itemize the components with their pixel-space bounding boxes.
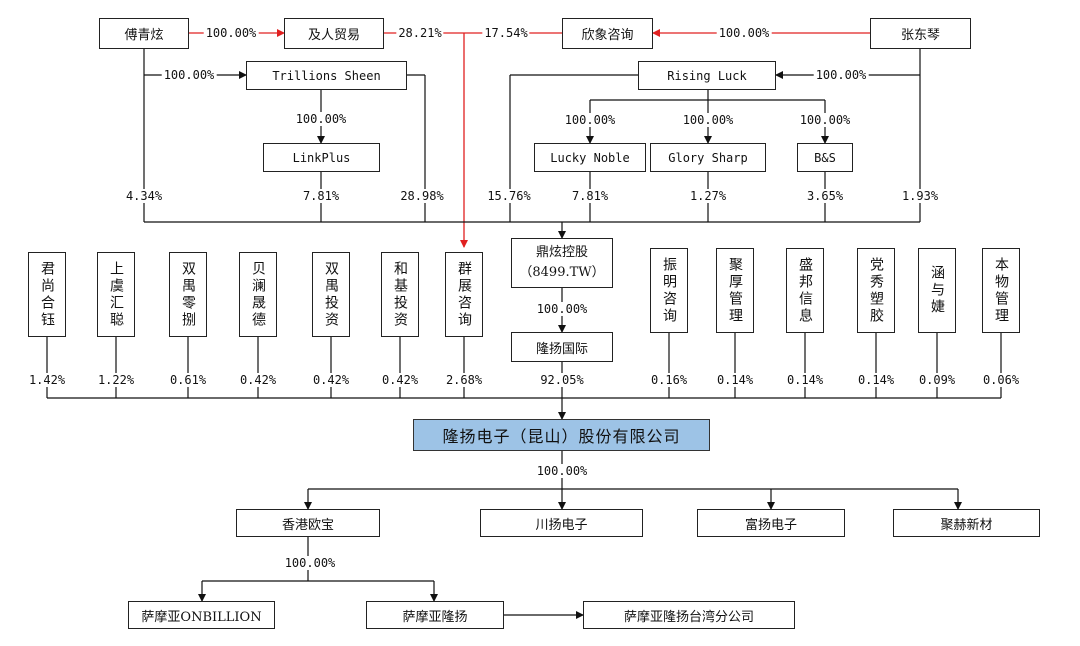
pct-fu-to-dingxuan: 4.34%: [123, 189, 165, 203]
pct-trillions-to-linkplus: 100.00%: [293, 112, 349, 126]
pct-shang-yu: 1.22%: [95, 373, 137, 387]
pct-zhen-ming: 0.16%: [648, 373, 690, 387]
entity-ding-xuan-holdings: 鼎炫控股 （8499.TW）: [511, 238, 613, 288]
pct-rising-to-glory: 100.00%: [680, 113, 736, 127]
entity-lucky-noble: Lucky Noble: [534, 143, 646, 172]
entity-long-yang-guo-ji: 隆扬国际: [511, 332, 613, 362]
pct-dang-xiu: 0.14%: [855, 373, 897, 387]
pct-zhang-to-rising: 100.00%: [813, 68, 869, 82]
pct-sheng-bang: 0.14%: [784, 373, 826, 387]
ding-xuan-ticker: （8499.TW）: [519, 265, 605, 280]
entity-he-ji-tou-zi: 和基投资: [381, 252, 419, 337]
entity-jun-shang-he-yu: 君尚合钰: [28, 252, 66, 337]
pct-shuang-yu-tou: 0.42%: [310, 373, 352, 387]
pct-han-yu: 0.09%: [916, 373, 958, 387]
entity-shuang-yu-tou-zi: 双禺投资: [312, 252, 350, 337]
entity-ju-hou-guan-li: 聚厚管理: [716, 248, 754, 333]
pct-trillions-to-dingxuan: 28.98%: [398, 189, 446, 203]
pct-rising-to-dingxuan: 15.76%: [485, 189, 533, 203]
entity-chuan-yang-dian-zi: 川扬电子: [480, 509, 643, 537]
pct-zhang-to-xin: 100.00%: [716, 26, 772, 40]
entity-sheng-bang-xin-xi: 盛邦信息: [786, 248, 824, 333]
entity-samoa-onbillion: 萨摩亚ONBILLION: [128, 601, 275, 629]
entity-shang-yu-hui-cong: 上虞汇聪: [97, 252, 135, 337]
pct-rising-to-lucky: 100.00%: [562, 113, 618, 127]
pct-target-to-subs: 100.00%: [534, 464, 590, 478]
pct-fu-to-trillions: 100.00%: [161, 68, 217, 82]
entity-glory-sharp: Glory Sharp: [650, 143, 766, 172]
pct-ben-wu: 0.06%: [980, 373, 1022, 387]
entity-ji-ren-mao-yi: 及人贸易: [284, 18, 384, 49]
pct-oubao-to-samoa: 100.00%: [282, 556, 338, 570]
pct-lucky-to-dingxuan: 7.81%: [569, 189, 611, 203]
pct-linkplus-to-dingxuan: 7.81%: [300, 189, 342, 203]
entity-fu-qing-xuan: 傅青炫: [99, 18, 189, 49]
ding-xuan-name: 鼎炫控股: [535, 245, 588, 260]
entity-trillions-sheen: Trillions Sheen: [246, 61, 407, 90]
entity-b-and-s: B&S: [797, 143, 853, 172]
entity-ben-wu-guan-li: 本物管理: [982, 248, 1020, 333]
pct-he-ji: 0.42%: [379, 373, 421, 387]
pct-glory-to-dingxuan: 1.27%: [687, 189, 729, 203]
entity-samoa-long-yang: 萨摩亚隆扬: [366, 601, 504, 629]
pct-shuang-yu-ling: 0.61%: [167, 373, 209, 387]
entity-samoa-taiwan-branch: 萨摩亚隆扬台湾分公司: [583, 601, 795, 629]
entity-shuang-yu-ling-yi: 双禺零捌: [169, 252, 207, 337]
pct-fu-to-ji: 100.00%: [203, 26, 259, 40]
pct-bei-lan: 0.42%: [237, 373, 279, 387]
pct-dingxuan-to-longyang-intl: 100.00%: [534, 302, 590, 316]
entity-han-yu-jie: 涵与婕: [918, 248, 956, 333]
entity-dang-xiu-su-jiao: 党秀塑胶: [857, 248, 895, 333]
entity-qun-zhan-zi-xun: 群展咨询: [445, 252, 483, 337]
pct-rising-to-bs: 100.00%: [797, 113, 853, 127]
pct-jun-shang: 1.42%: [26, 373, 68, 387]
entity-linkplus: LinkPlus: [263, 143, 380, 172]
entity-bei-lan-sheng-de: 贝澜晟德: [239, 252, 277, 337]
entity-rising-luck: Rising Luck: [638, 61, 776, 90]
pct-xin-to-qun: 17.54%: [482, 26, 530, 40]
entity-ju-he-xin-cai: 聚赫新材: [893, 509, 1040, 537]
entity-zhang-dong-qin: 张东琴: [870, 18, 971, 49]
pct-ji-to-qun: 28.21%: [396, 26, 444, 40]
pct-long-yang-intl: 92.05%: [538, 373, 586, 387]
pct-zhang-to-dingxuan: 1.93%: [899, 189, 941, 203]
pct-bs-to-dingxuan: 3.65%: [804, 189, 846, 203]
entity-xin-xiang-zi-xun: 欣象咨询: [562, 18, 653, 49]
pct-ju-hou: 0.14%: [714, 373, 756, 387]
entity-zhen-ming-zi-xun: 振明咨询: [650, 248, 688, 333]
entity-target-company: 隆扬电子（昆山）股份有限公司: [413, 419, 710, 451]
pct-qun-zhan: 2.68%: [443, 373, 485, 387]
entity-fu-yang-dian-zi: 富扬电子: [697, 509, 845, 537]
entity-xiang-gang-ou-bao: 香港欧宝: [236, 509, 380, 537]
